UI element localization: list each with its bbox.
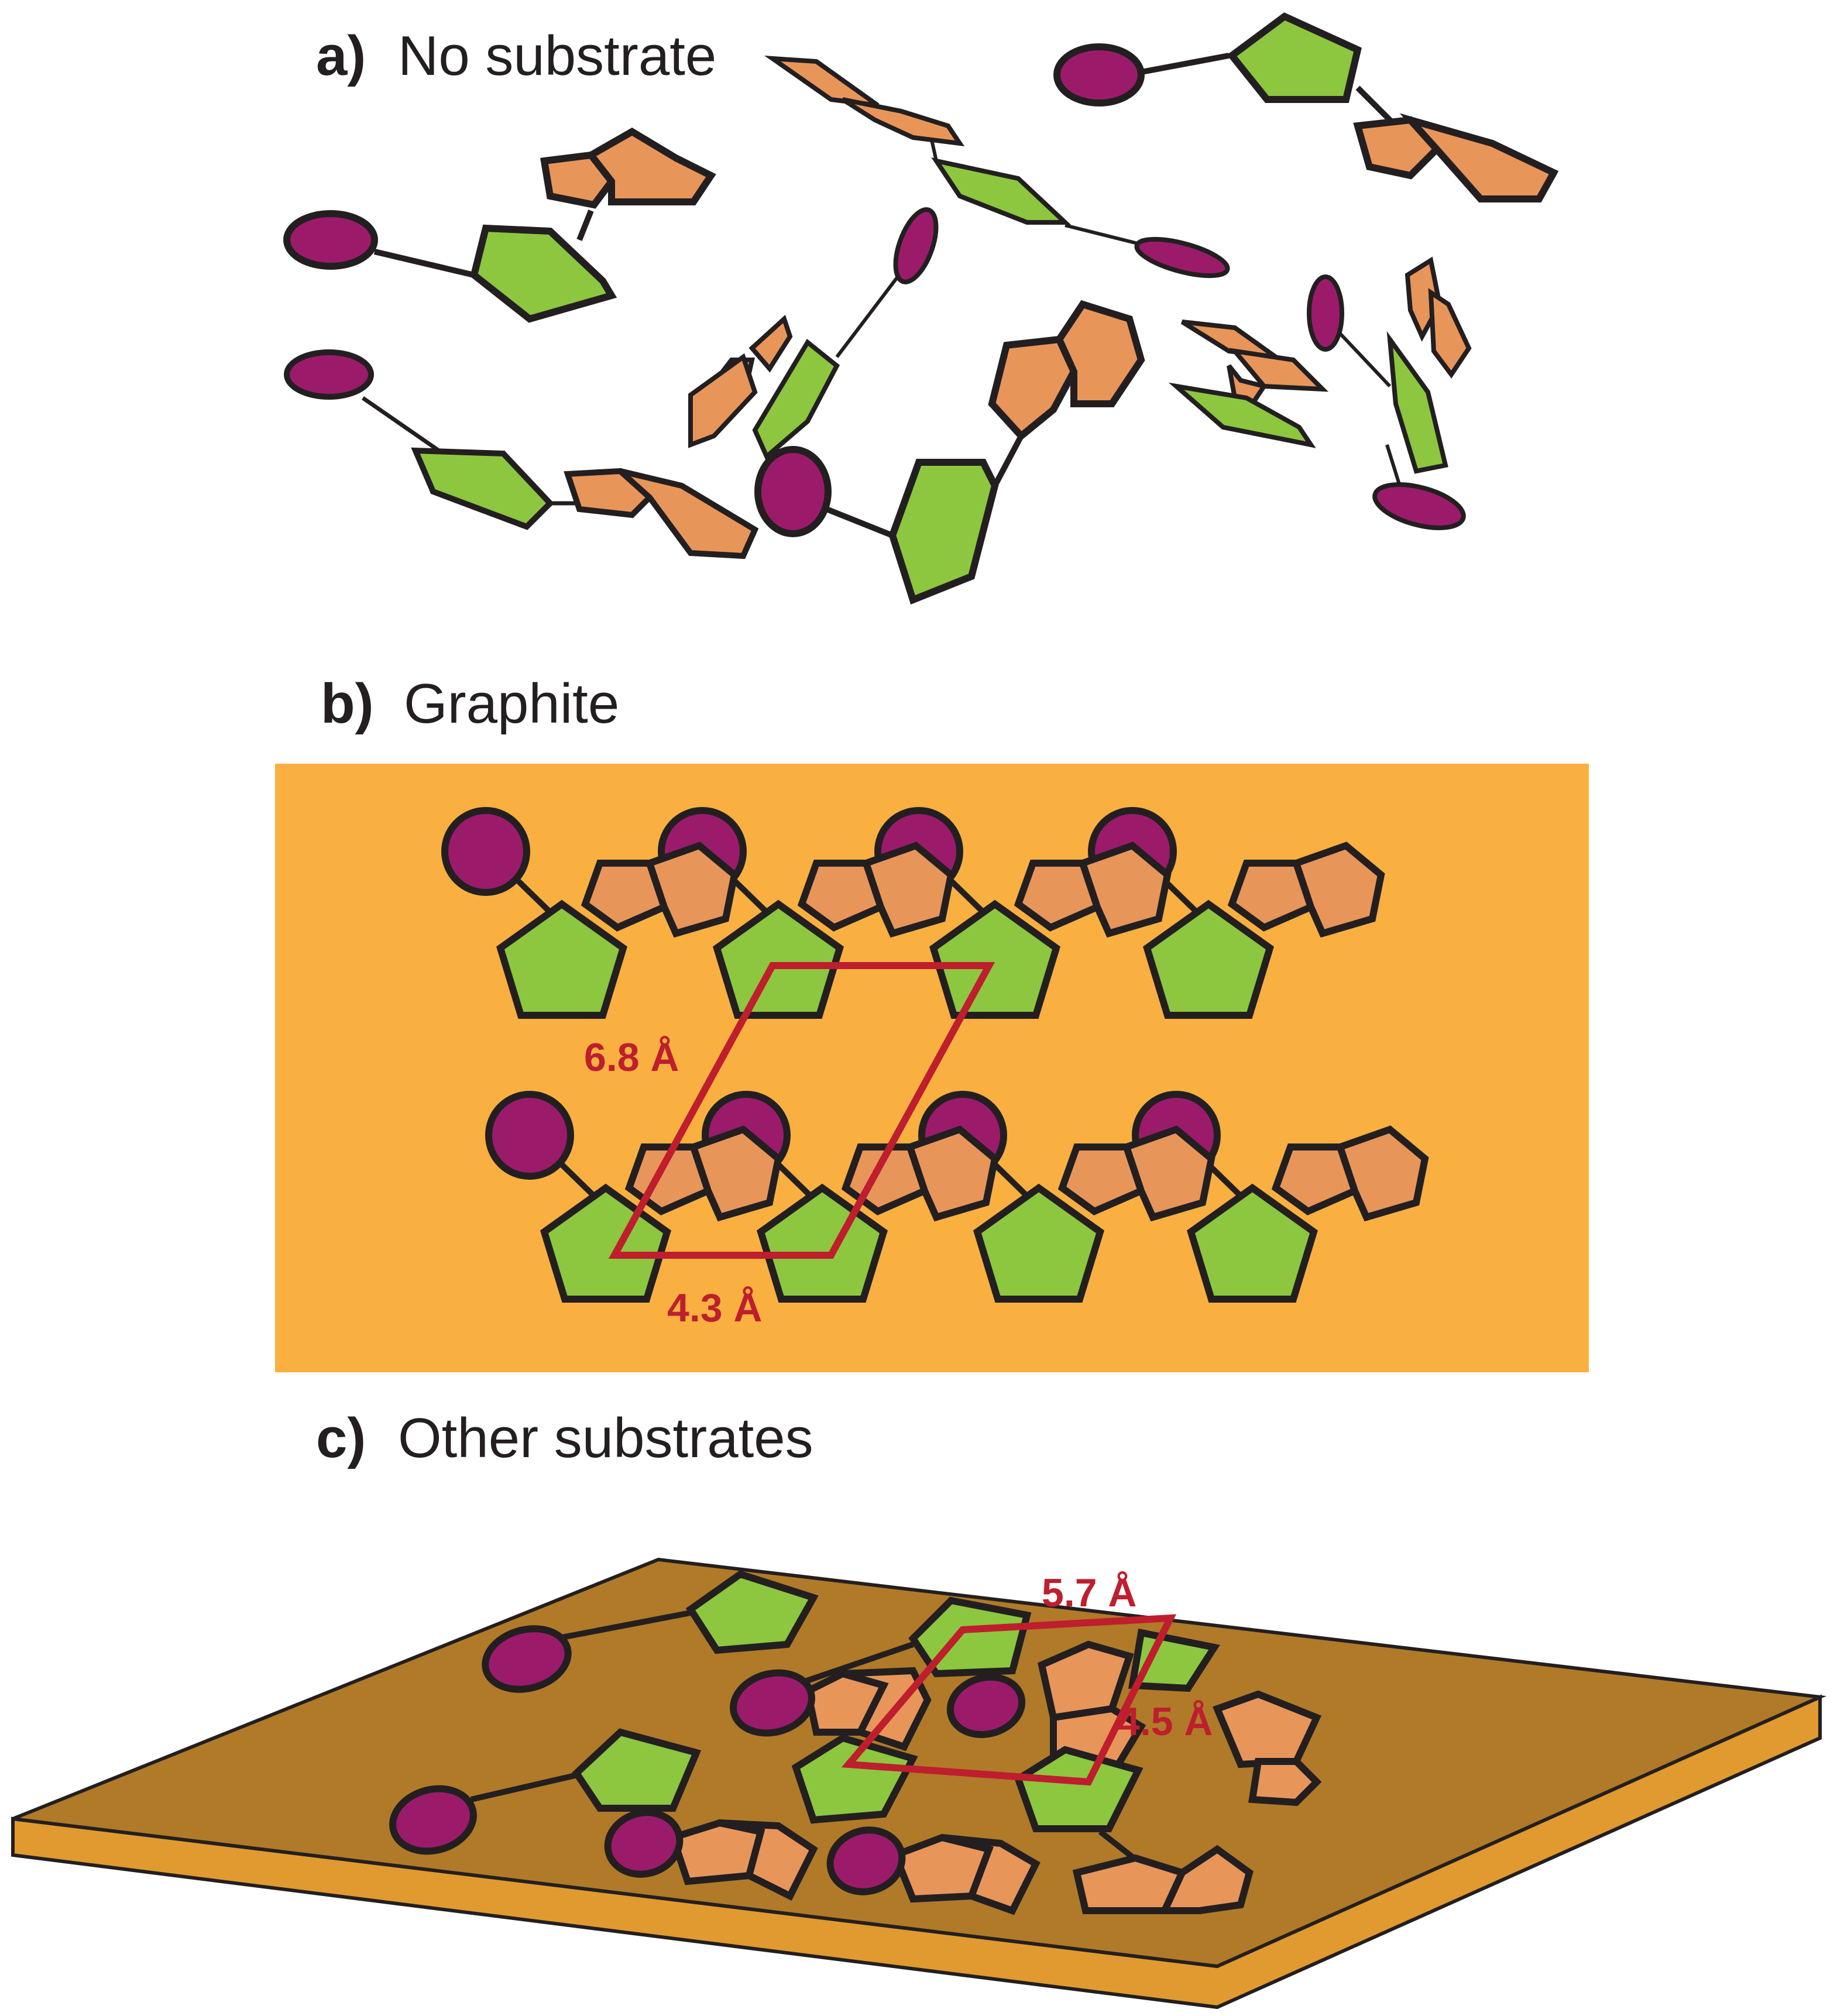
molecule <box>946 1628 1220 1774</box>
molecule <box>283 128 716 323</box>
panel-a-title: No substrate <box>398 25 716 87</box>
panel-a: a) No substrate <box>283 12 1559 605</box>
dimension-label: 4.3 Å <box>667 1286 763 1330</box>
molecule <box>389 1728 702 1855</box>
unit-cell <box>841 1614 1176 1786</box>
panel-a-letter: a) <box>316 25 366 87</box>
unit-cell <box>608 962 995 1259</box>
molecule <box>1168 320 1329 448</box>
panel-b: b) Graphite 6.8 Å 4.3 Å <box>275 672 1589 1372</box>
molecule <box>284 349 759 559</box>
molecule <box>826 1746 1144 1915</box>
molecule <box>764 56 1230 279</box>
substrate-slab <box>11 1557 1827 2010</box>
panel-b-letter: b) <box>321 672 374 735</box>
panel-c: c) Other substrates <box>11 1407 1827 2010</box>
dimension-label: 4.5 Å <box>1118 1699 1213 1744</box>
molecule <box>688 207 939 461</box>
molecule <box>1213 1690 1322 1806</box>
adsorbed-molecules <box>389 1570 1322 1915</box>
molecule <box>482 1570 819 1693</box>
panel-b-title: Graphite <box>404 672 619 735</box>
dimension-label: 5.7 Å <box>1042 1571 1137 1615</box>
dimension-label: 6.8 Å <box>584 1035 679 1080</box>
panel-c-letter: c) <box>316 1407 366 1469</box>
molecule <box>604 1734 918 1901</box>
molecule <box>1072 1829 1254 1914</box>
molecule <box>754 300 1145 605</box>
panel-c-title: Other substrates <box>398 1407 813 1469</box>
molecule <box>1053 12 1559 202</box>
molecule <box>1307 256 1472 530</box>
